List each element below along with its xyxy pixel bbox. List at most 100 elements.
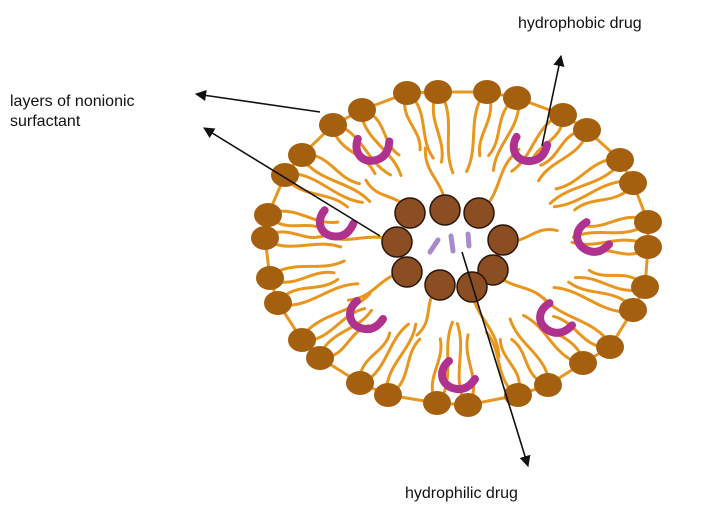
outer-surfactant-head xyxy=(319,113,347,137)
surfactant-tail xyxy=(285,282,360,307)
label-surfactant-line2: surfactant xyxy=(10,113,81,130)
outer-surfactant-head xyxy=(251,226,279,250)
outer-surfactant-head xyxy=(288,328,316,352)
outer-surfactant-head xyxy=(606,148,634,172)
outer-surfactant-head xyxy=(271,163,299,187)
surfactant-tail xyxy=(275,259,346,274)
outer-surfactant-head xyxy=(569,351,597,375)
surfactant-tail xyxy=(412,97,435,160)
hydrophobic-drug xyxy=(438,357,479,394)
outer-surfactant-head xyxy=(619,298,647,322)
hydrophobic-drug xyxy=(536,299,577,337)
hydrophobic-drug xyxy=(352,134,394,165)
outer-surfactant-head xyxy=(454,393,482,417)
hydrophobic-drug xyxy=(316,206,358,241)
surfactant-tail xyxy=(548,166,617,205)
hydrophobic-drug xyxy=(346,297,387,334)
surfactant-tail xyxy=(465,97,483,174)
outer-surfactant-head xyxy=(503,86,531,110)
surfactant-tail xyxy=(277,270,336,284)
outer-surfactant-head xyxy=(254,203,282,227)
surfactant-tail xyxy=(587,268,640,282)
surfactant-tail xyxy=(394,337,422,392)
outer-surfactant-head xyxy=(423,391,451,415)
surfactant-tail xyxy=(430,337,443,396)
surfactant-tail xyxy=(573,276,638,292)
outer-surfactant-head xyxy=(264,291,292,315)
surfactant-tail xyxy=(309,153,361,186)
surfactant-tail xyxy=(369,112,401,157)
label-hydrophobic-drug: hydrophobic drug xyxy=(518,15,642,32)
outer-surfactant-head xyxy=(256,266,284,290)
inner-surfactant-head xyxy=(391,256,423,288)
surfactant-tail xyxy=(442,97,455,175)
label-hydrophilic-drug: hydrophilic drug xyxy=(405,485,518,502)
surfactant-tail xyxy=(477,99,493,158)
outer-surfactant-head xyxy=(374,383,402,407)
outer-surfactant-head xyxy=(473,80,501,104)
inner-surfactant-head xyxy=(394,197,426,229)
surfactant-tail xyxy=(288,181,349,209)
outer-surfactant-head xyxy=(424,80,452,104)
surfactant-tail xyxy=(582,215,641,228)
outer-surfactant-head xyxy=(393,81,421,105)
outer-surfactant-head xyxy=(534,373,562,397)
outer-surfactant-head xyxy=(634,235,662,259)
outer-surfactant-head xyxy=(549,103,577,127)
surfactant-tail xyxy=(508,317,550,378)
hydrophilic-drug xyxy=(427,237,441,255)
outer-surfactant-head xyxy=(634,210,662,234)
surfactant-tail xyxy=(431,99,444,164)
label-surfactant-line1: layers of nonionic xyxy=(10,93,135,110)
surfactant-tail xyxy=(275,209,340,224)
surfactant-tail xyxy=(567,280,629,305)
outer-surfactant-head xyxy=(348,98,376,122)
surfactant-tail xyxy=(304,292,372,334)
surfactant-tail xyxy=(573,188,629,212)
surfactant-tail xyxy=(340,125,392,177)
outer-surfactant-head xyxy=(573,118,601,142)
hydrophilic-drug xyxy=(448,233,456,254)
surfactant-tail xyxy=(510,116,556,173)
surfactant-tail xyxy=(487,102,511,158)
inner-surfactant-head xyxy=(429,194,461,226)
surfactant-tail xyxy=(554,157,613,191)
surfactant-tail xyxy=(510,337,541,383)
hydrophilic-drug xyxy=(465,231,472,249)
inner-surfactant-head xyxy=(463,197,495,229)
surfactant-tail xyxy=(465,333,476,399)
outer-surfactant-head xyxy=(504,383,532,407)
hydrophobic-drug xyxy=(509,132,552,166)
hydrophobic-drug xyxy=(573,218,614,256)
surfactant-tail xyxy=(552,314,603,349)
outer-surfactant-head xyxy=(596,335,624,359)
inner-surfactant-head xyxy=(487,224,519,256)
surfactant-tail xyxy=(552,285,626,314)
outer-surfactant-head xyxy=(288,143,316,167)
arrow-to-surfactant-outer xyxy=(194,89,321,113)
arrow-to-hydrophobic-drug xyxy=(541,54,565,147)
surfactant-tail xyxy=(360,117,403,177)
outer-surfactant-head xyxy=(346,371,374,395)
surfactant-tail xyxy=(271,230,325,239)
surfactant-tail xyxy=(271,241,343,249)
surfactant-tail xyxy=(537,137,586,183)
surfactant-tail xyxy=(321,308,373,351)
surfactant-tail xyxy=(385,322,418,388)
surfactant-tail xyxy=(552,179,626,209)
arrow-to-hydrophilic-drug xyxy=(461,251,531,468)
surfactant-tail xyxy=(282,277,340,298)
surfactant-tail xyxy=(521,313,576,363)
surfactant-tail xyxy=(359,331,392,376)
outer-surfactant-head xyxy=(631,275,659,299)
arrow-to-surfactant-inner xyxy=(203,127,381,237)
inner-surfactant-head xyxy=(477,254,509,286)
surfactant-tail xyxy=(309,307,367,342)
surfactant-tail xyxy=(403,100,422,152)
surfactant-tail xyxy=(292,172,364,204)
surfactant-tail xyxy=(498,338,522,388)
outer-surfactant-head xyxy=(619,171,647,195)
surfactant-tail xyxy=(304,161,372,203)
